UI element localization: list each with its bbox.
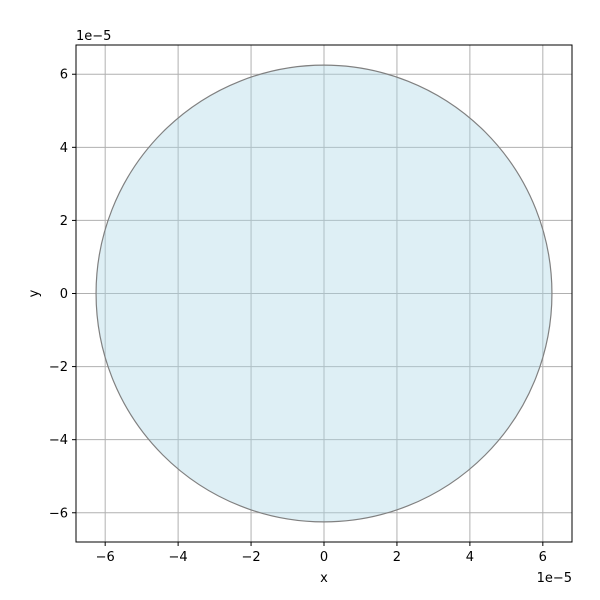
x-tick-label: 4: [466, 550, 474, 565]
x-tick-label: 2: [393, 550, 401, 565]
x-tick-label: −4: [169, 550, 188, 565]
y-tick-label: 6: [60, 68, 68, 83]
x-tick-label: 0: [320, 550, 328, 565]
y-tick-layer: −6 −4 −2 0 2 4 6: [49, 68, 76, 521]
y-tick-label: 2: [60, 214, 68, 229]
x-tick-label: 6: [539, 550, 547, 565]
x-tick-label: −2: [241, 550, 260, 565]
y-axis-label: y: [27, 289, 42, 297]
x-axis-offset-label: 1e−5: [537, 571, 572, 586]
circle-patch: [95, 64, 553, 523]
shape-layer: [95, 64, 553, 523]
x-tick-layer: −6 −4 −2 0 2 4 6: [96, 542, 547, 565]
x-tick-label: −6: [96, 550, 115, 565]
y-axis-offset-label: 1e−5: [76, 29, 111, 44]
y-tick-label: −2: [49, 360, 68, 375]
y-tick-label: −6: [49, 506, 68, 521]
grid-layer: [76, 45, 572, 542]
y-tick-label: 0: [60, 287, 68, 302]
y-tick-label: −4: [49, 433, 68, 448]
y-tick-label: 4: [60, 141, 68, 156]
x-axis-label: x: [320, 571, 328, 586]
